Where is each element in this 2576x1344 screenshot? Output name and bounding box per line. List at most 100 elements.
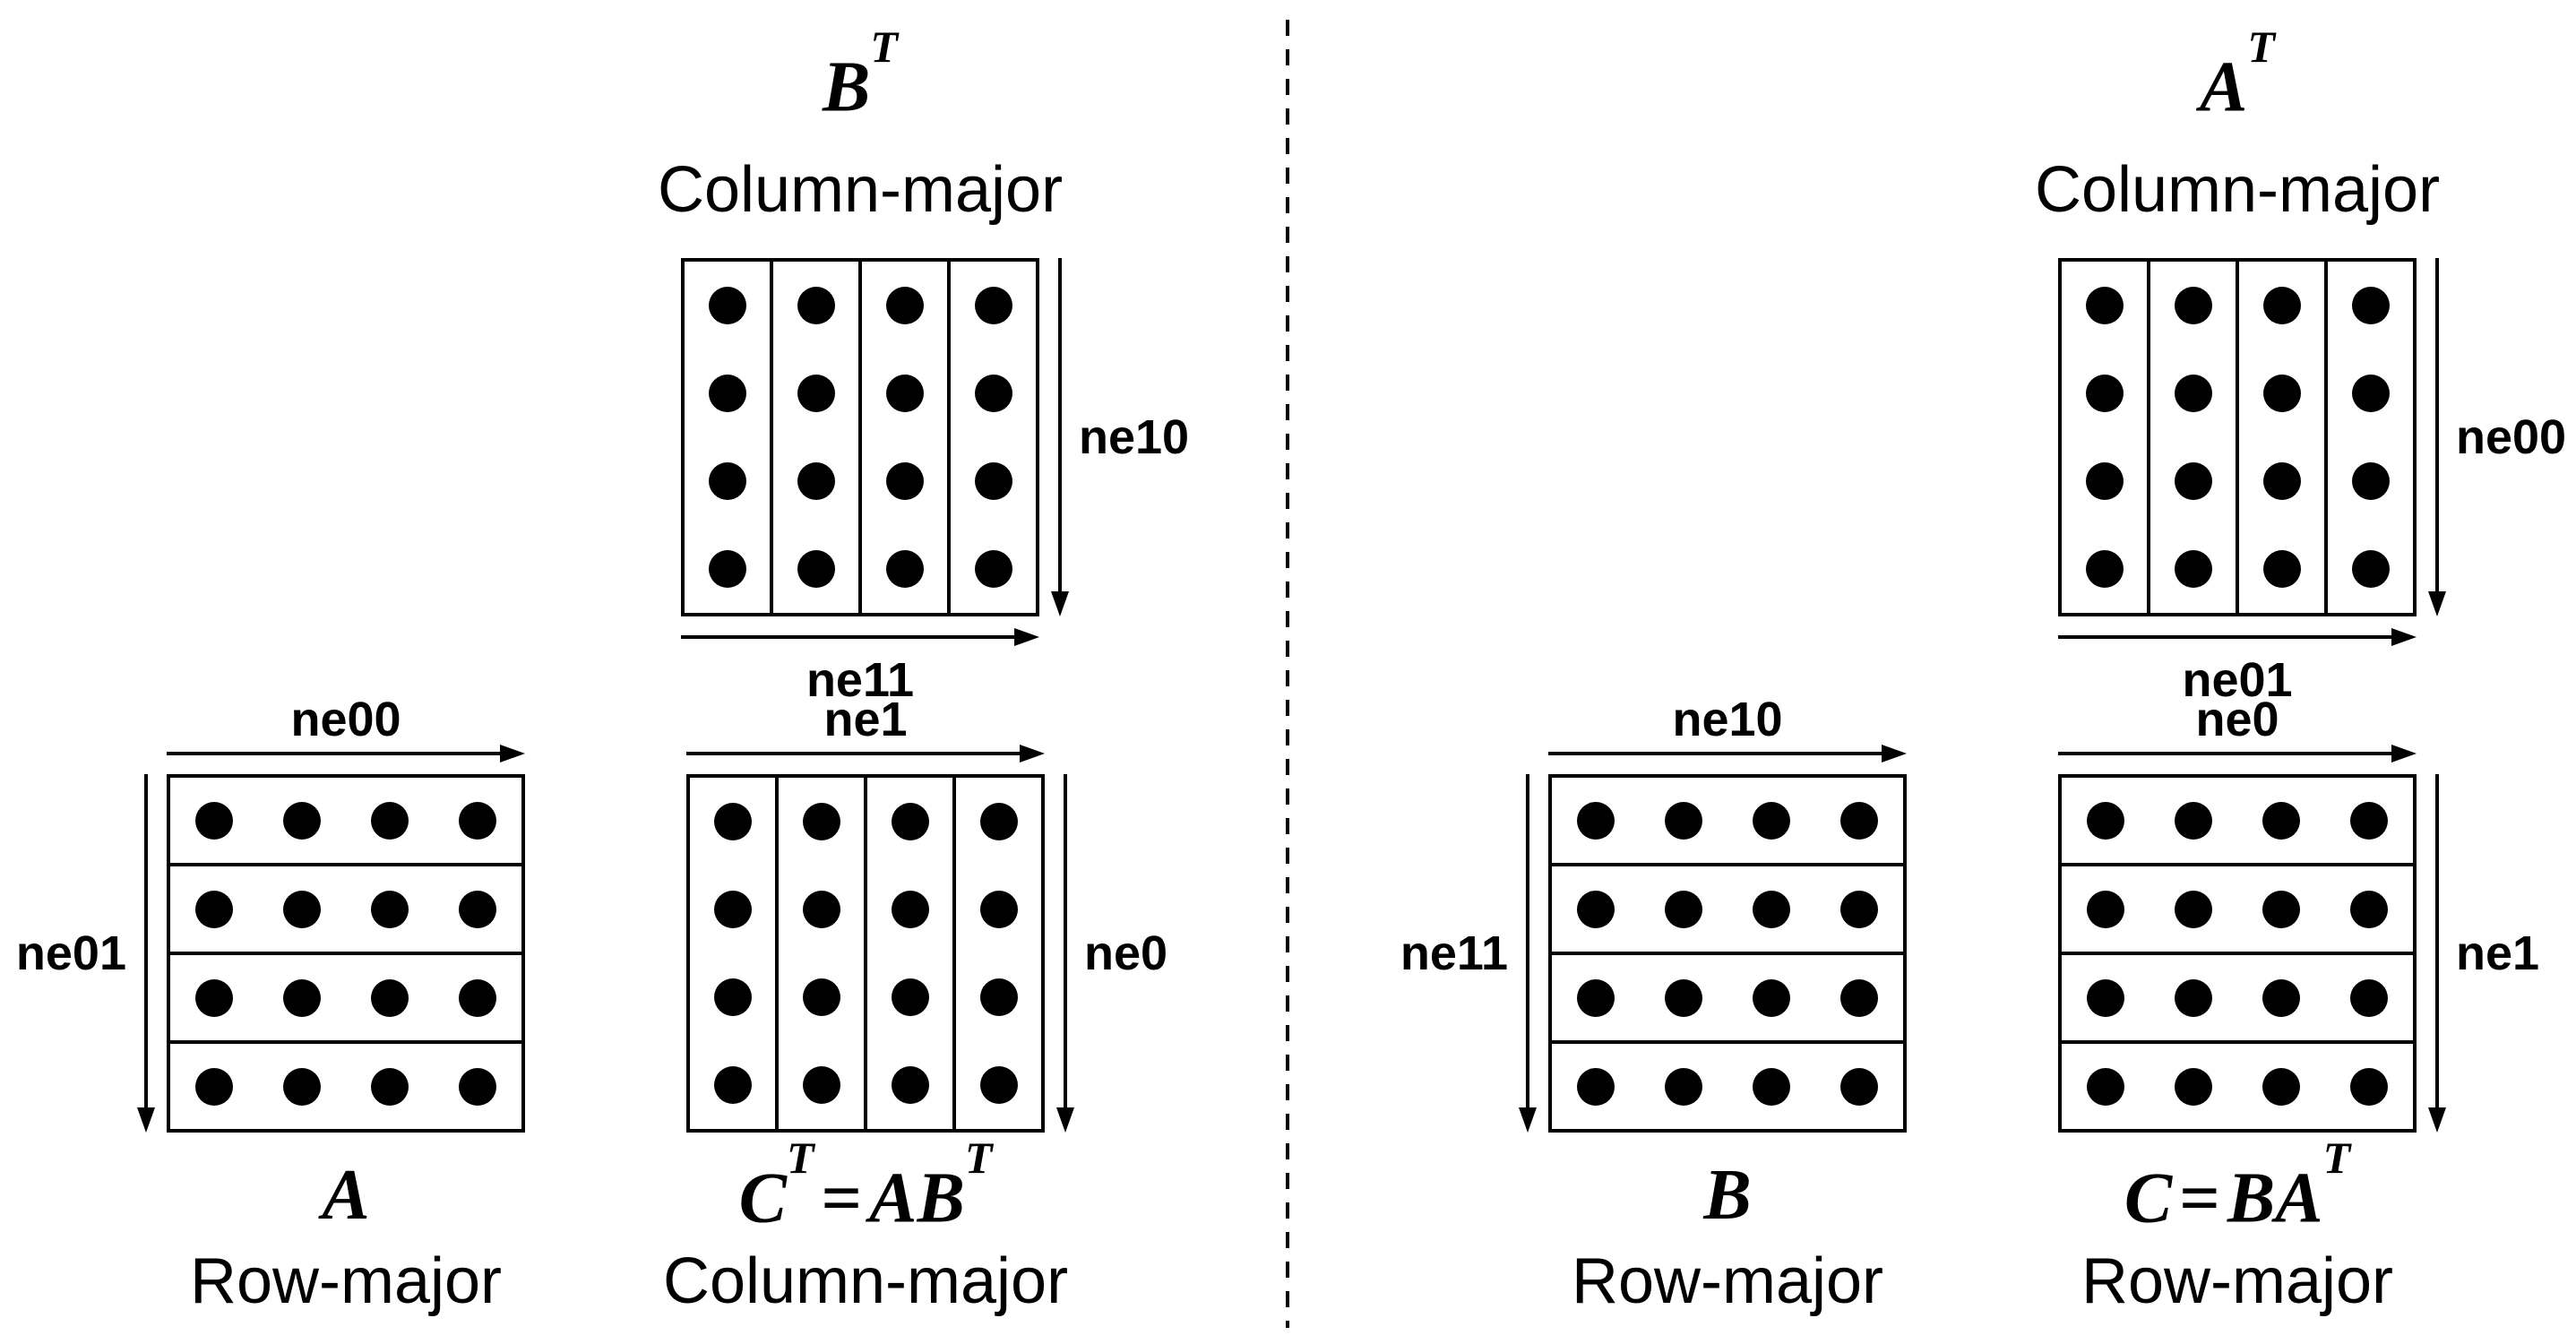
- dim-label-ne01: ne01: [2182, 653, 2293, 707]
- matrix-element-dot: [2351, 550, 2390, 588]
- matrix-column: [2328, 262, 2413, 613]
- matrix-title: AT: [2200, 24, 2275, 124]
- matrix-row: [1552, 955, 1903, 1044]
- matrix-element-dot: [2262, 550, 2301, 588]
- dim-label-ne01: ne01: [15, 926, 126, 980]
- matrix-row: [2062, 955, 2413, 1044]
- matrix-element-dot: [195, 1067, 233, 1106]
- matrix-title: BT: [823, 24, 898, 127]
- down-arrow-icon: [2428, 258, 2446, 616]
- matrix-element-dot: [1665, 978, 1702, 1017]
- dim-label-ne0: ne0: [2195, 693, 2279, 746]
- title-superscript: T: [786, 1132, 814, 1183]
- dim-label-ne1: ne1: [2456, 926, 2540, 980]
- matrix-element-dot: [2262, 890, 2300, 928]
- matrix-element-dot: [459, 1067, 496, 1106]
- right-arrow-icon: [2058, 628, 2417, 646]
- dim-label-ne10: ne10: [1079, 410, 1190, 464]
- matrix-grid: [167, 774, 525, 1133]
- matrix-grid: [686, 774, 1045, 1133]
- matrix-element-dot: [2351, 375, 2390, 412]
- matrix-title: C=BAT: [2124, 1135, 2350, 1238]
- matrix-element-dot: [979, 978, 1018, 1016]
- down-arrow-icon: [2428, 774, 2446, 1133]
- matrix-block-a-transposed: AT Column-major ne00 ne01: [2035, 24, 2566, 704]
- matrix-element-dot: [283, 890, 321, 928]
- matrix-element-dot: [371, 890, 409, 928]
- right-arrow-icon: [1548, 745, 1907, 762]
- dim-label-ne00: ne00: [290, 693, 401, 746]
- matrix-column: [685, 262, 773, 613]
- matrix-element-dot: [2175, 890, 2212, 928]
- matrix-row: [2062, 1044, 2413, 1129]
- matrix-element-dot: [371, 801, 409, 840]
- matrix-element-dot: [2175, 978, 2212, 1017]
- matrix-element-dot: [1577, 1067, 1615, 1106]
- matrix-element-dot: [974, 287, 1012, 324]
- title-equals: =: [821, 1159, 863, 1238]
- matrix-column: [690, 778, 779, 1129]
- title-symbol-2: AB: [869, 1159, 965, 1238]
- matrix-element-dot: [2085, 287, 2124, 324]
- title-superscript: T: [2247, 21, 2275, 72]
- matrix-element-dot: [2085, 462, 2124, 500]
- matrix-column: [951, 262, 1036, 613]
- matrix-element-dot: [1840, 890, 1878, 928]
- matrix-column: [2150, 262, 2239, 613]
- matrix-element-dot: [802, 803, 840, 840]
- title-symbol: B: [1703, 1156, 1752, 1235]
- matrix-element-dot: [2351, 287, 2390, 324]
- matrix-element-dot: [1665, 890, 1702, 928]
- title-equals: =: [2179, 1159, 2220, 1238]
- matrix-row: [170, 778, 521, 866]
- matrix-element-dot: [2350, 890, 2388, 928]
- down-arrow-icon: [1056, 774, 1074, 1133]
- matrix-element-dot: [1840, 801, 1878, 840]
- matrix-element-dot: [2174, 375, 2212, 412]
- matrix-element-dot: [2174, 287, 2212, 324]
- matrix-element-dot: [974, 550, 1012, 588]
- matrix-element-dot: [459, 890, 496, 928]
- matrix-element-dot: [1577, 801, 1615, 840]
- matrix-column: [867, 778, 956, 1129]
- matrix-element-dot: [885, 550, 924, 588]
- dim-label-ne11: ne11: [1400, 926, 1508, 980]
- matrix-element-dot: [802, 978, 840, 1016]
- dim-label-ne00: ne00: [2456, 410, 2567, 464]
- right-arrow-icon: [681, 628, 1039, 646]
- matrix-element-dot: [1665, 1067, 1702, 1106]
- matrix-element-dot: [2350, 978, 2388, 1017]
- matrix-element-dot: [708, 550, 746, 588]
- matrix-title: CT=ABT: [739, 1135, 993, 1238]
- matrix-element-dot: [979, 891, 1018, 928]
- matrix-element-dot: [459, 801, 496, 840]
- matrix-element-dot: [2175, 1067, 2212, 1106]
- matrix-block-b-transposed: BT Column-major ne10 ne11: [658, 24, 1189, 704]
- matrix-element-dot: [885, 375, 924, 412]
- matrix-layout-label: Column-major: [662, 1245, 1069, 1317]
- matrix-column: [773, 262, 862, 613]
- matrix-element-dot: [1753, 978, 1790, 1017]
- right-arrow-icon: [167, 745, 525, 762]
- title-symbol: B: [823, 48, 871, 127]
- matrix-layout-label: Column-major: [657, 154, 1064, 226]
- matrix-element-dot: [283, 801, 321, 840]
- matrix-layout-label: Column-major: [2034, 154, 2441, 226]
- matrix-element-dot: [979, 803, 1018, 840]
- title-symbol: C: [2124, 1159, 2173, 1238]
- matrix-element-dot: [797, 287, 835, 324]
- matrix-element-dot: [708, 287, 746, 324]
- matrix-layout-label: Row-major: [1571, 1245, 1884, 1317]
- matrix-column: [2062, 262, 2150, 613]
- right-arrow-icon: [2058, 745, 2417, 762]
- matrix-element-dot: [283, 1067, 321, 1106]
- matrix-element-dot: [1753, 801, 1790, 840]
- matrix-column: [956, 778, 1041, 1129]
- matrix-element-dot: [891, 978, 929, 1016]
- matrix-element-dot: [802, 1066, 840, 1104]
- down-arrow-icon: [137, 774, 155, 1133]
- matrix-element-dot: [195, 890, 233, 928]
- matrix-element-dot: [2174, 550, 2212, 588]
- matrix-element-dot: [2351, 462, 2390, 500]
- matrix-element-dot: [979, 1066, 1018, 1104]
